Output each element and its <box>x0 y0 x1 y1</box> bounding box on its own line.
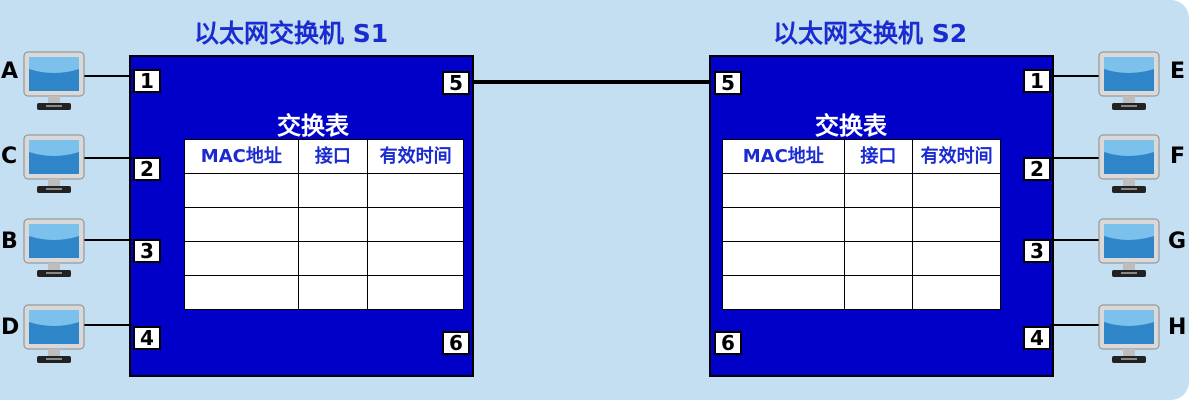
host-label-e: E <box>1170 59 1186 84</box>
table-row <box>722 207 1001 242</box>
ttl-column-header: 有效时间 <box>367 139 464 174</box>
link-host-a <box>84 75 132 77</box>
s1-port-2: 2 <box>133 157 161 181</box>
switch-s1-table-title: 交换表 <box>277 112 349 140</box>
switch-s1-mac-table: MAC地址 接口 有效时间 <box>184 139 464 310</box>
table-row <box>184 275 464 310</box>
s1-port-3: 3 <box>133 239 161 263</box>
host-label-d: D <box>1 315 20 340</box>
switch-s2-table-title: 交换表 <box>815 112 887 140</box>
computer-monitor-icon <box>23 51 85 115</box>
s1-port-4: 4 <box>133 326 161 350</box>
s2-port-1: 1 <box>1023 69 1051 93</box>
port-column-header: 接口 <box>297 139 369 174</box>
table-row <box>722 275 1001 310</box>
table-row <box>722 173 1001 208</box>
host-label-a: A <box>1 59 19 84</box>
mac-column-header: MAC地址 <box>722 139 845 174</box>
table-row <box>184 173 464 208</box>
s1-port-1: 1 <box>133 69 161 93</box>
s2-port-3: 3 <box>1023 239 1051 263</box>
trunk-link-s1-s2 <box>474 80 712 84</box>
computer-monitor-icon <box>1098 218 1160 282</box>
host-label-h: H <box>1168 315 1187 340</box>
host-label-b: B <box>1 229 18 254</box>
table-row <box>184 241 464 276</box>
computer-monitor-icon <box>1098 51 1160 115</box>
computer-monitor-icon <box>1098 134 1160 198</box>
table-row <box>722 241 1001 276</box>
mac-column-header: MAC地址 <box>184 139 299 174</box>
computer-monitor-icon <box>1098 304 1160 368</box>
s2-port-6: 6 <box>714 331 742 355</box>
host-label-c: C <box>1 144 18 169</box>
link-host-f <box>1050 157 1100 159</box>
s1-port-6: 6 <box>442 331 470 355</box>
link-host-c <box>84 157 132 159</box>
link-host-b <box>84 239 132 241</box>
computer-monitor-icon <box>23 304 85 368</box>
table-row <box>184 207 464 242</box>
switch-s1-title: 以太网交换机 S1 <box>194 19 389 48</box>
switch-s2-title: 以太网交换机 S2 <box>773 19 968 48</box>
host-label-f: F <box>1170 144 1186 169</box>
port-column-header: 接口 <box>843 139 914 174</box>
link-host-e <box>1050 75 1100 77</box>
computer-monitor-icon <box>23 218 85 282</box>
s2-port-4: 4 <box>1023 326 1051 350</box>
switch-s2-mac-table: MAC地址 接口 有效时间 <box>722 139 1001 310</box>
s2-port-2: 2 <box>1023 157 1051 181</box>
link-host-h <box>1050 324 1100 326</box>
link-host-g <box>1050 239 1100 241</box>
s1-port-5: 5 <box>442 71 470 95</box>
link-host-d <box>84 324 132 326</box>
ttl-column-header: 有效时间 <box>912 139 1001 174</box>
host-label-g: G <box>1168 229 1187 254</box>
s2-port-5: 5 <box>714 71 742 95</box>
computer-monitor-icon <box>23 134 85 198</box>
